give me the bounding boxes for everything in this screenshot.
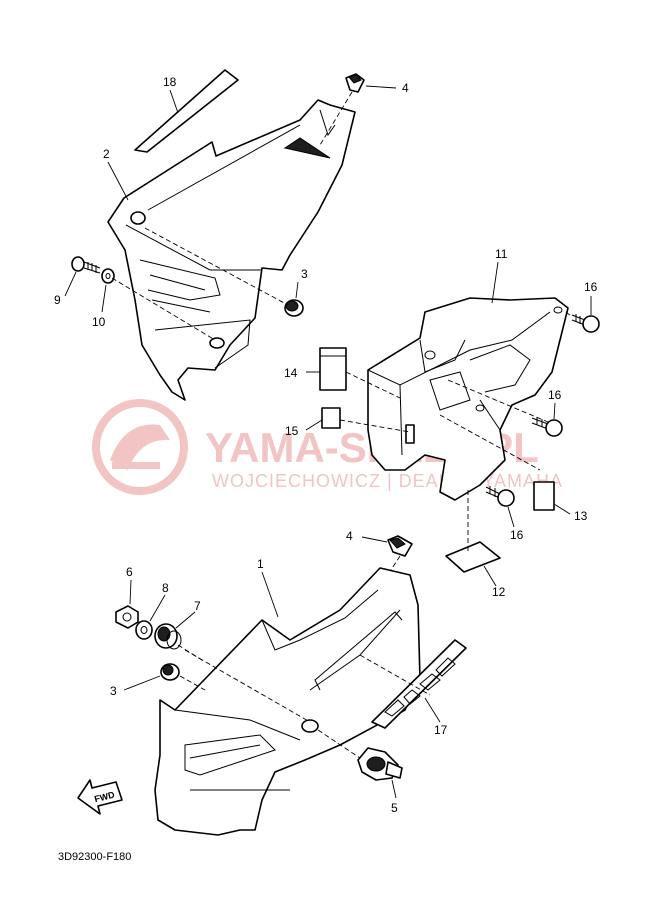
callout-6: 6 xyxy=(126,565,133,579)
part-10-washer xyxy=(101,268,216,341)
callout-16-c: 16 xyxy=(510,528,524,542)
fwd-label: FWD xyxy=(93,789,116,804)
callout-3-upper: 3 xyxy=(301,267,308,281)
callout-11: 11 xyxy=(495,247,508,261)
part-2-side-cover-upper xyxy=(107,99,356,401)
part-16-bolt-a xyxy=(565,296,600,333)
part-11-bracket xyxy=(367,261,569,501)
part-9-bolt xyxy=(64,256,101,297)
callout-7: 7 xyxy=(194,599,201,613)
part-6-nut xyxy=(115,579,139,629)
fwd-arrow-icon: FWD xyxy=(77,779,123,815)
callout-8: 8 xyxy=(162,581,169,595)
callout-9: 9 xyxy=(54,293,61,307)
part-16-bolt-c xyxy=(485,486,515,528)
callout-16-b: 16 xyxy=(548,388,562,402)
callout-17: 17 xyxy=(434,723,448,737)
part-7-grommet xyxy=(154,611,206,663)
part-17-decal xyxy=(359,639,467,729)
watermark-logo-icon xyxy=(92,399,188,495)
callout-12: 12 xyxy=(492,585,506,599)
callout-16-a: 16 xyxy=(584,280,598,294)
watermark-subtitle: WOJCIECHOWICZ | DEALER YAMAHA xyxy=(212,471,563,491)
callout-4-lower: 4 xyxy=(346,529,353,543)
callout-1: 1 xyxy=(257,557,264,571)
diagram-code: 3D92300-F180 xyxy=(58,851,131,863)
callout-10: 10 xyxy=(92,315,106,329)
part-3-grommet-upper xyxy=(144,227,304,317)
part-12-plate xyxy=(445,490,501,587)
callout-14: 14 xyxy=(284,366,298,380)
callout-3-lower: 3 xyxy=(110,684,117,698)
callout-13: 13 xyxy=(574,509,588,523)
part-15-pad xyxy=(305,407,411,433)
callout-15: 15 xyxy=(285,424,299,438)
callout-5: 5 xyxy=(391,801,398,815)
part-13-pad xyxy=(533,481,571,515)
part-5-fastener xyxy=(317,729,403,799)
part-3-grommet-lower xyxy=(123,663,206,691)
part-16-bolt-b xyxy=(531,402,563,437)
part-8-washer xyxy=(135,594,166,640)
callout-labels: 18 4 2 3 9 10 11 16 14 16 15 13 16 4 12 … xyxy=(54,75,598,815)
callout-2: 2 xyxy=(103,147,110,161)
callout-4-upper: 4 xyxy=(402,81,409,95)
callout-18: 18 xyxy=(163,75,177,89)
part-18-emblem xyxy=(134,69,239,153)
part-14-damper xyxy=(306,347,401,399)
part-4-clip-upper xyxy=(319,73,397,146)
